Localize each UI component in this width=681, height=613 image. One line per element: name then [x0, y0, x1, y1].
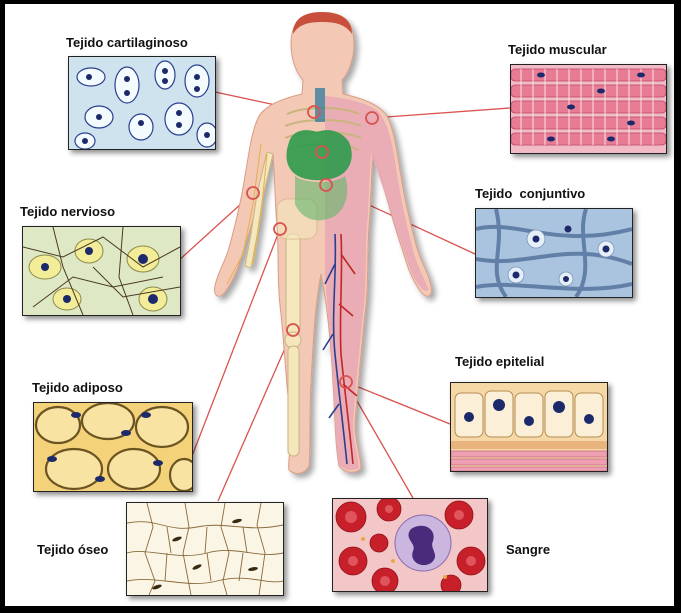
muscle-illustration	[511, 68, 666, 146]
label-cartilaginoso: Tejido cartilaginoso	[66, 35, 188, 50]
marker-muscular	[365, 111, 379, 125]
marker-cartilaginoso	[307, 105, 321, 119]
connective-illustration	[476, 209, 632, 297]
organs	[295, 176, 348, 221]
line-muscular	[371, 107, 511, 119]
marker-sangre	[339, 375, 353, 389]
label-muscular: Tejido muscular	[508, 42, 607, 57]
marker-conjuntivo	[319, 178, 333, 192]
label-oseo: Tejido óseo	[37, 542, 109, 557]
panel-conjuntivo	[475, 208, 633, 298]
blood-illustration	[335, 499, 486, 591]
nerve-illustration	[23, 227, 180, 315]
panel-epitelial	[450, 382, 608, 472]
diagram-canvas: Tejido cartilaginoso Tejido muscular	[5, 4, 674, 606]
body-silhouette	[214, 15, 432, 474]
panel-cartilaginoso	[68, 56, 216, 150]
nerve-lines	[226, 143, 268, 285]
marker-nervioso	[246, 186, 260, 200]
cartilage-illustration	[74, 60, 215, 149]
panel-nervioso	[22, 226, 181, 316]
marker-adiposo	[273, 222, 287, 236]
label-nervioso: Tejido nervioso	[20, 204, 116, 219]
adipose-illustration	[34, 403, 192, 491]
epithelial-illustration	[451, 390, 607, 471]
line-adiposo	[191, 228, 281, 457]
blood-vessels	[322, 233, 358, 465]
line-oseo	[217, 329, 294, 502]
trachea	[315, 88, 325, 122]
line-epitelial	[345, 381, 451, 425]
panel-sangre	[332, 498, 488, 592]
panel-oseo	[126, 502, 284, 596]
label-epitelial: Tejido epitelial	[455, 354, 545, 369]
lungs	[286, 130, 352, 181]
label-sangre: Sangre	[506, 542, 551, 557]
marker-oseo	[286, 323, 300, 337]
label-conjuntivo: Tejido conjuntivo	[475, 186, 586, 201]
head-hair	[293, 12, 352, 34]
marker-lung	[315, 145, 329, 159]
panel-adiposo	[33, 402, 193, 492]
human-body	[214, 12, 432, 474]
panel-muscular	[510, 64, 667, 154]
muscle-layer	[325, 96, 429, 471]
label-adiposo: Tejido adiposo	[32, 380, 123, 395]
tissue-markers	[246, 105, 379, 389]
bone-illustration	[127, 503, 283, 595]
